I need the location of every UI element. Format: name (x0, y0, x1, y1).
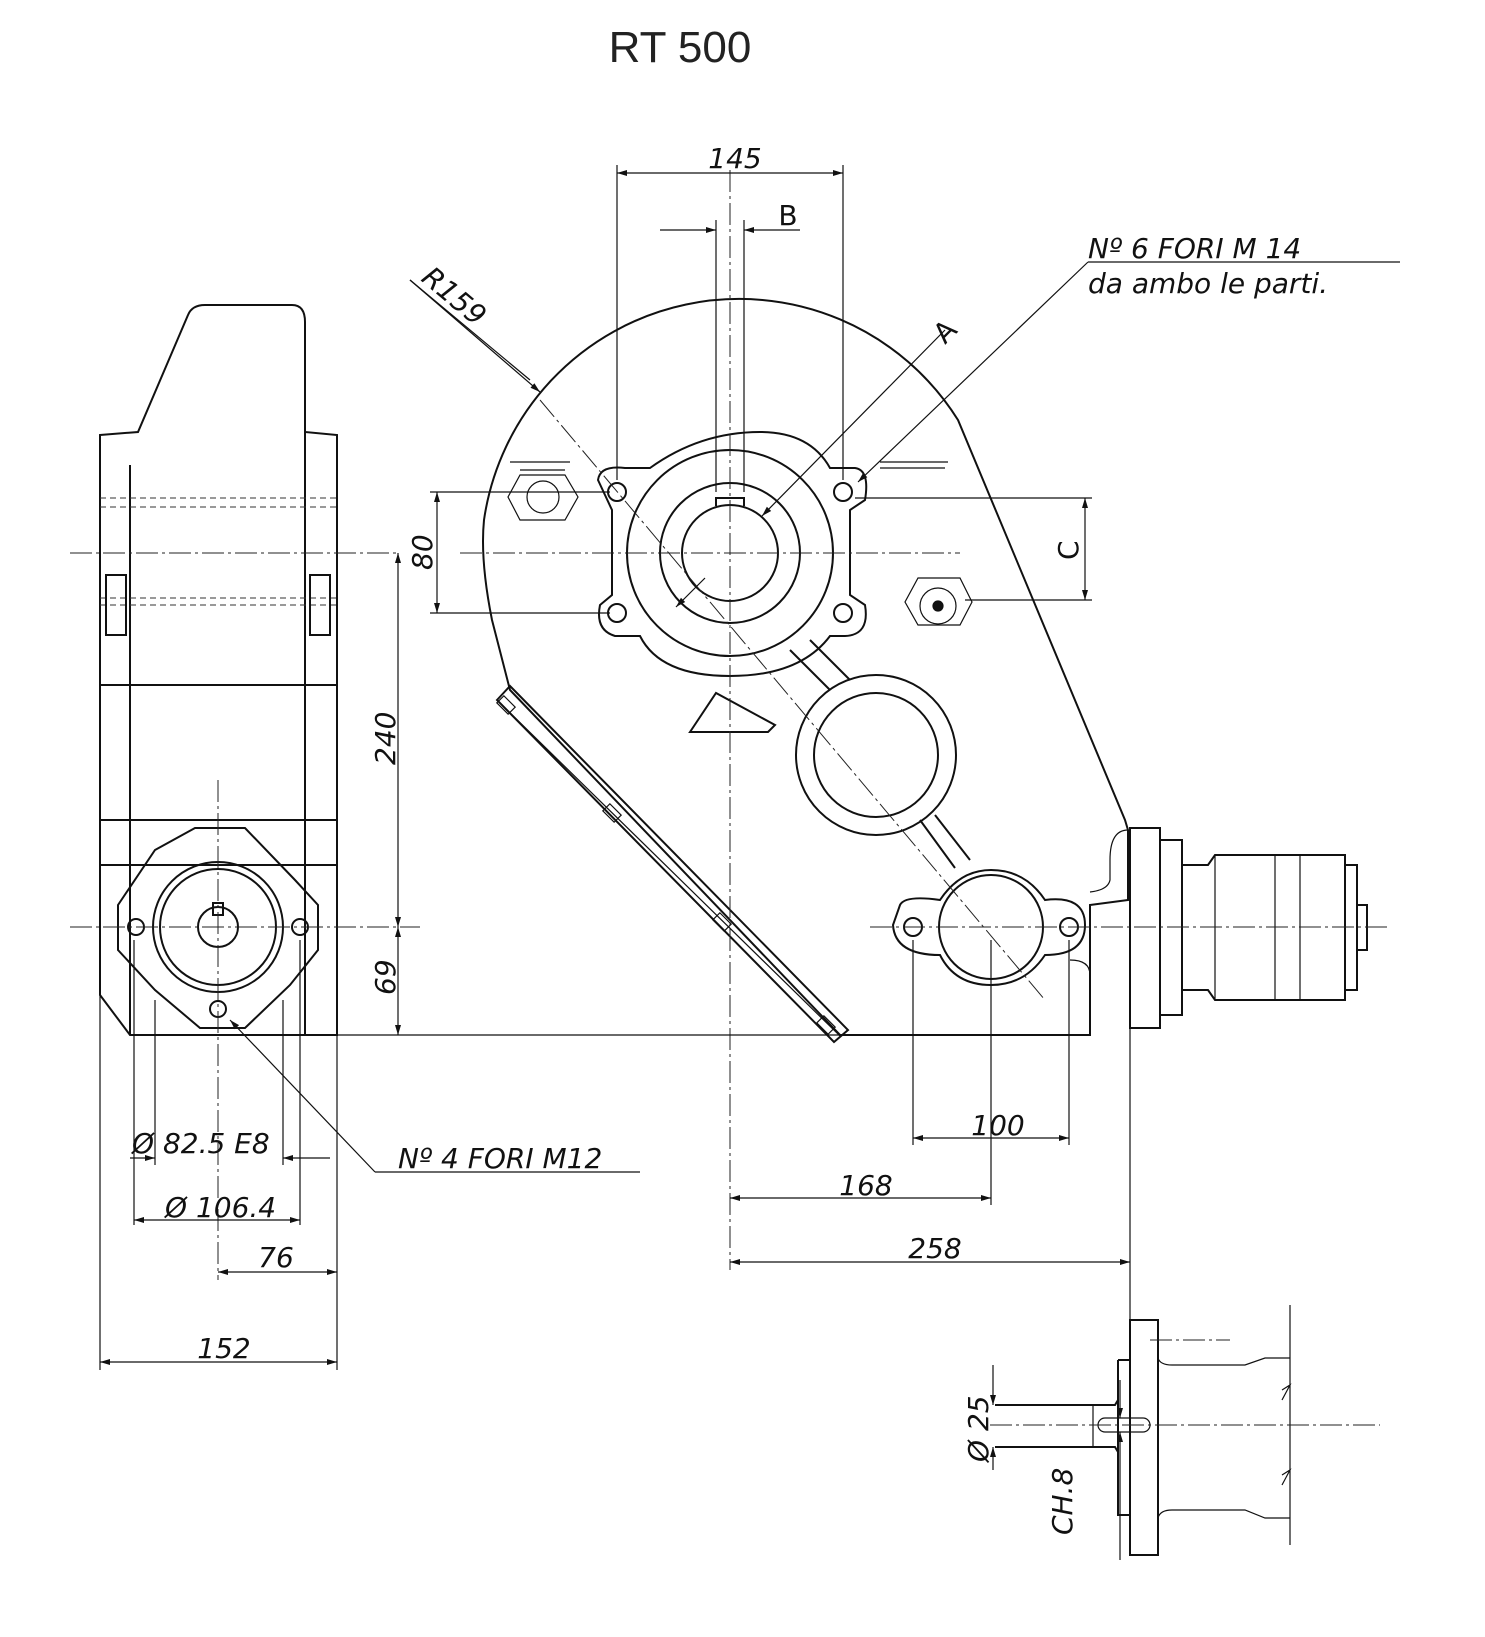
side-flange (117, 827, 319, 1029)
dim-258: 258 (908, 1232, 961, 1265)
dim-dia-82-5: Ø 82.5 E8 (131, 1127, 270, 1160)
housing-outline (482, 298, 1129, 1036)
front-view (460, 170, 1390, 1270)
cover-bolts (495, 694, 837, 1036)
drain-plug-bottom (904, 577, 973, 626)
output-flange (891, 868, 1087, 987)
holes4-note: Nº 4 FORI M12 (398, 1142, 602, 1175)
label-b: B (778, 199, 797, 232)
side-view (70, 304, 420, 1280)
dim-ch8: CH.8 (1046, 1468, 1079, 1535)
label-c: C (1052, 540, 1085, 560)
holes6-note-line1: Nº 6 FORI M 14 (1088, 232, 1301, 265)
side-outline (99, 304, 338, 1036)
shaft-detail (990, 1305, 1380, 1560)
dim-240: 240 (369, 712, 402, 765)
dim-69: 69 (369, 959, 402, 995)
dim-dia-25: Ø 25 (962, 1395, 995, 1463)
arrow-mark (688, 691, 777, 733)
dimensions (99, 165, 1400, 1550)
motor (1129, 827, 1368, 1029)
input-flange (596, 430, 868, 678)
drain-plug-top (507, 474, 579, 521)
dim-145: 145 (708, 142, 761, 175)
dim-r159: R159 (416, 260, 493, 332)
drawing-title: RT 500 (609, 23, 752, 72)
dim-100: 100 (971, 1109, 1024, 1142)
dim-152: 152 (197, 1332, 250, 1365)
dim-dia-106-4: Ø 106.4 (164, 1191, 276, 1224)
dim-168: 168 (839, 1169, 892, 1202)
dim-76: 76 (258, 1241, 294, 1274)
dim-80: 80 (406, 534, 439, 570)
label-a: A (927, 313, 964, 350)
intermediate-housing (795, 674, 957, 836)
holes6-note-line2: da ambo le parti. (1088, 267, 1328, 300)
